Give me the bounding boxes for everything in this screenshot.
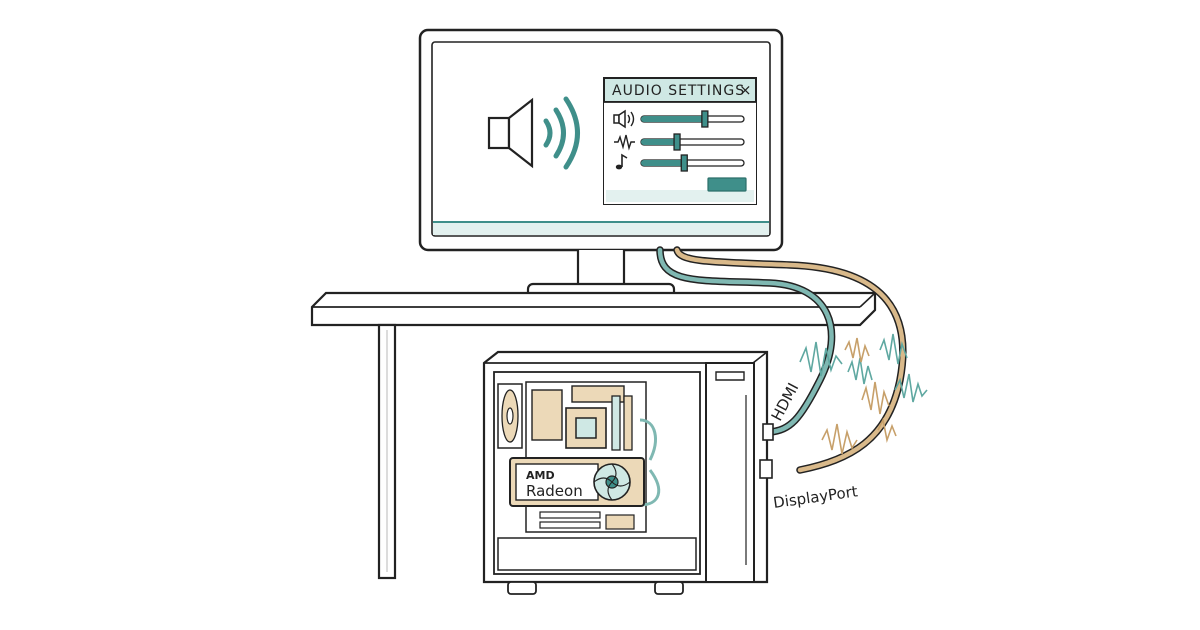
close-icon[interactable]: × <box>739 81 752 99</box>
displayport-cable <box>673 246 907 474</box>
slider-knob[interactable] <box>673 133 681 151</box>
audio-settings-dialog[interactable]: AUDIO SETTINGS × <box>603 77 757 205</box>
gpu-model: Radeon <box>526 482 583 500</box>
slider-knob[interactable] <box>680 154 688 172</box>
slider-fill <box>641 116 705 122</box>
slider-group[interactable] <box>640 110 745 172</box>
apply-button[interactable] <box>707 177 747 192</box>
hdmi-signal-wave <box>799 333 928 403</box>
speaker-icon <box>487 96 580 170</box>
case-fan <box>497 383 523 449</box>
slider-fill <box>641 160 685 166</box>
slider-knob[interactable] <box>701 110 709 128</box>
gpu-card: AMD Radeon <box>509 457 645 507</box>
hdmi-cable <box>656 246 836 436</box>
displayport-label: DisplayPort <box>772 482 859 512</box>
displayport-signal-wave <box>821 337 897 455</box>
slider-music-note-icon <box>615 153 628 170</box>
slider-speaker-icon <box>613 109 635 129</box>
slider-fill <box>641 139 678 145</box>
dialog-title: AUDIO SETTINGS <box>612 83 745 99</box>
slider-waveform-icon <box>614 134 635 151</box>
gpu-brand: AMD <box>526 469 555 482</box>
desk <box>310 291 877 580</box>
